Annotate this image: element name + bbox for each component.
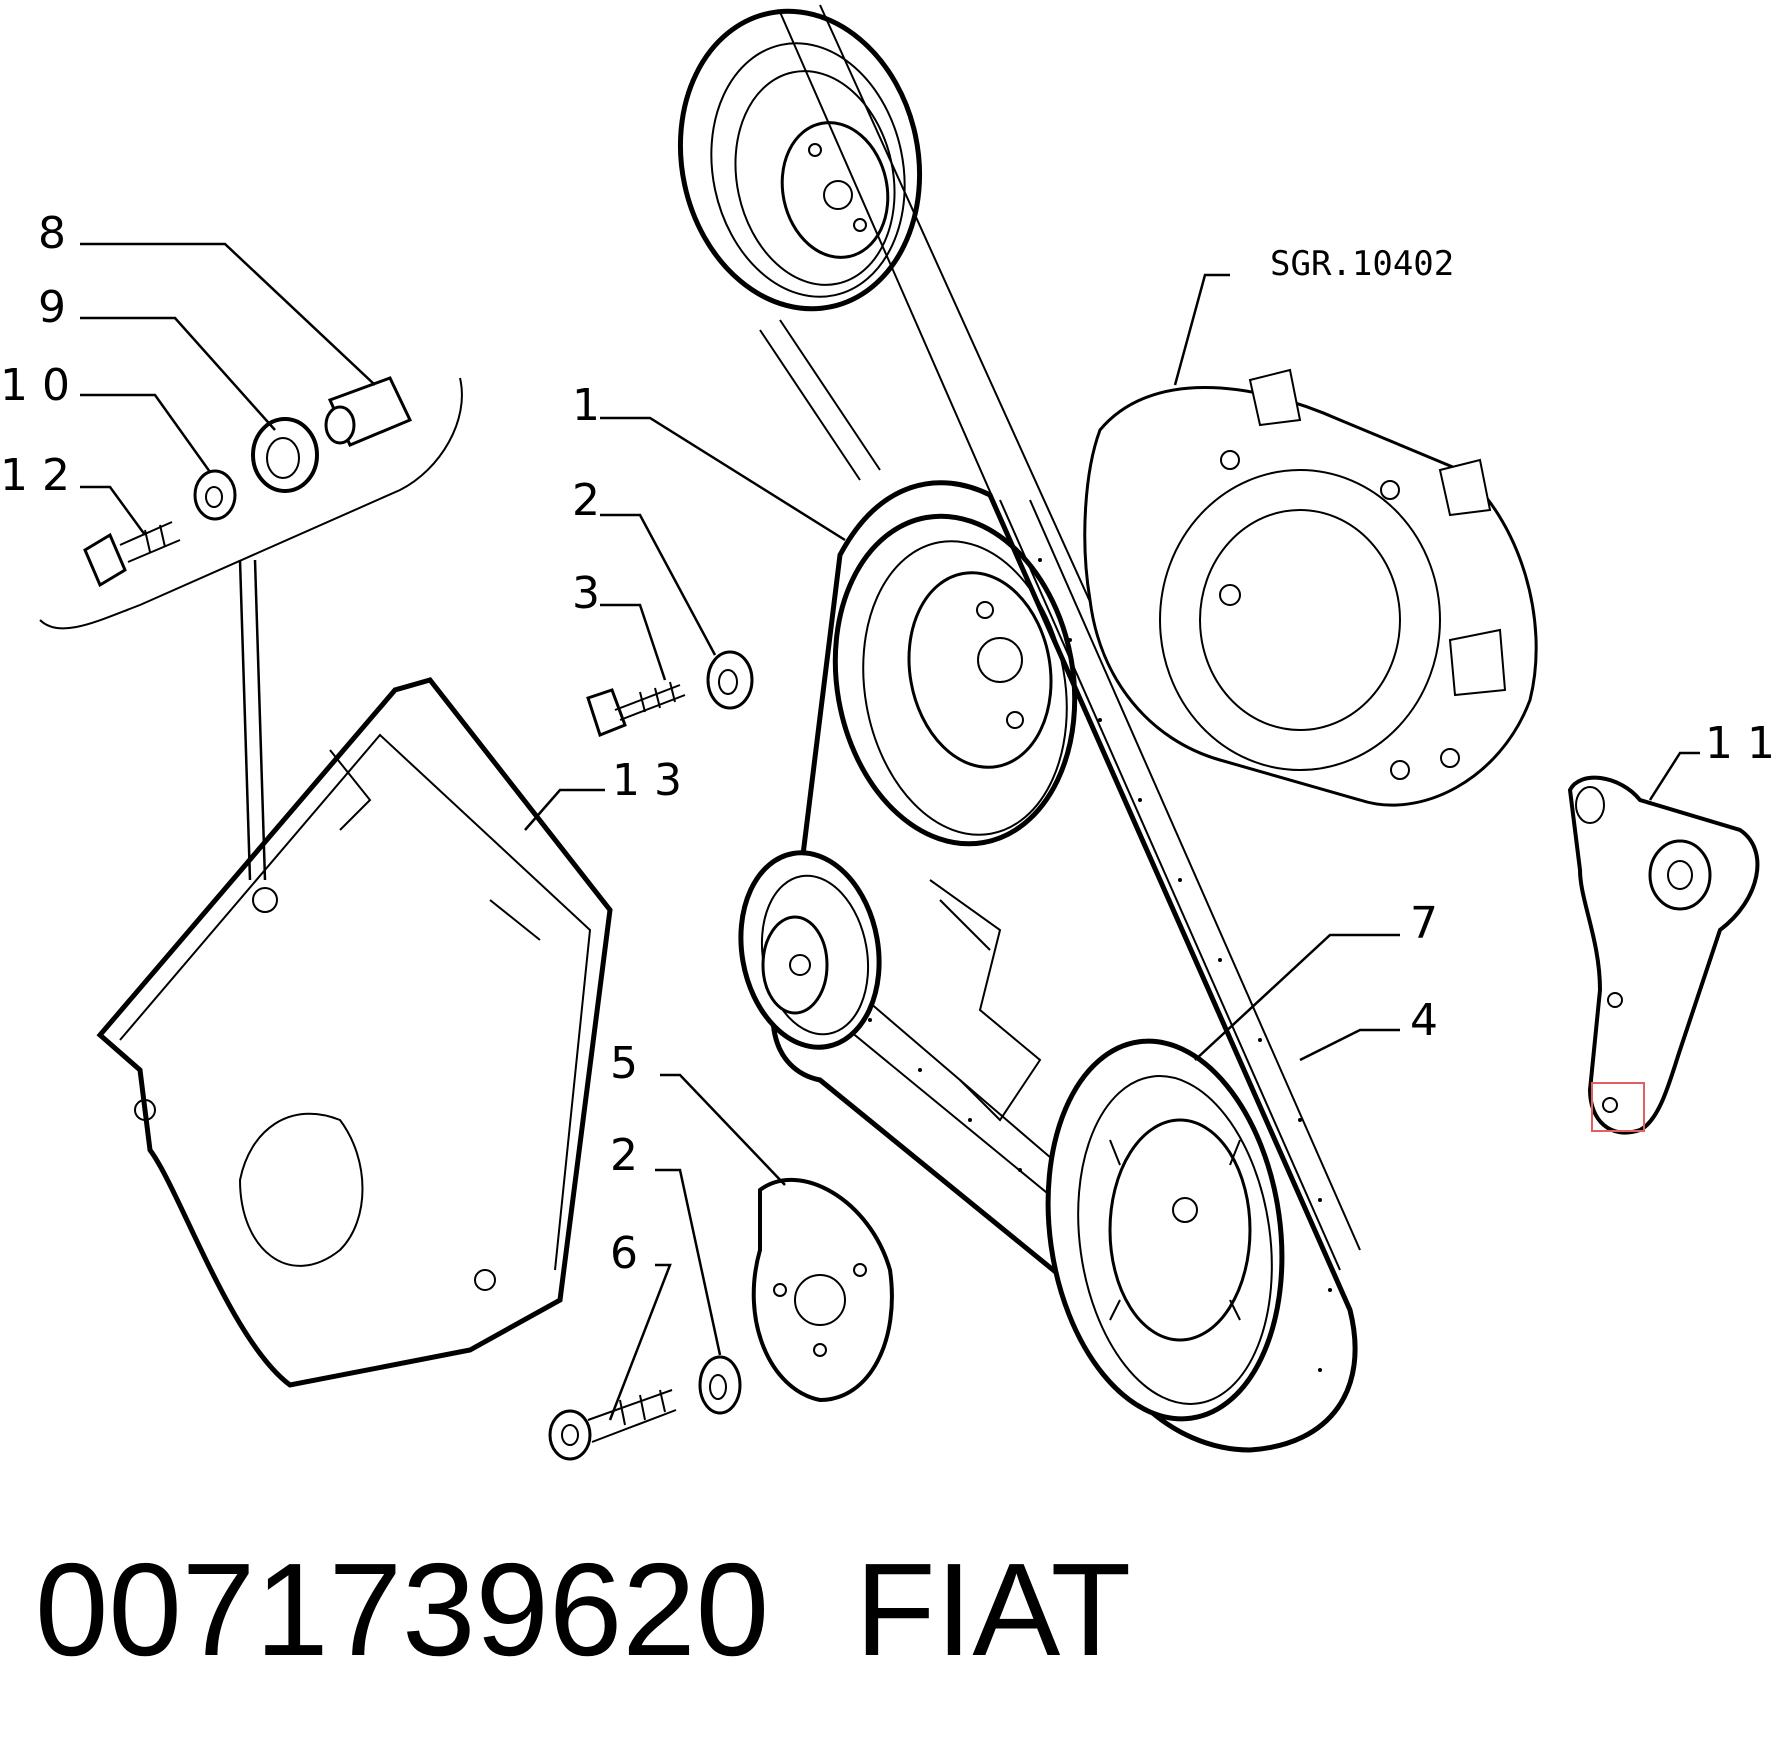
callout-4: 4 (1410, 995, 1438, 1046)
idler-pulley (738, 850, 882, 1050)
callout-7: 7 (1410, 898, 1438, 949)
leader-lines (80, 242, 1700, 1421)
part-number: 0071739620 (35, 1536, 769, 1683)
callout-10: 10 (0, 360, 84, 411)
top-pulley (677, 8, 923, 312)
callout-6: 6 (610, 1228, 638, 1279)
bushing (251, 417, 319, 493)
callout-13: 13 (612, 755, 696, 806)
callout-12: 12 (0, 450, 84, 501)
tensioner-bracket (1567, 775, 1760, 1135)
washer-lower (698, 1355, 742, 1415)
callout-9: 9 (38, 282, 66, 333)
spacer-sleeve (324, 376, 413, 447)
callout-2-upper: 2 (572, 475, 600, 526)
hub-flange (751, 1178, 894, 1403)
middle-pulley (832, 513, 1078, 847)
bolt-item-6 (548, 1389, 677, 1461)
highlight-box (1591, 1082, 1645, 1132)
reference-code: SGR.10402 (1270, 244, 1454, 284)
rear-bracket (929, 879, 1042, 1122)
washer-upper (706, 650, 754, 710)
brand-name: FIAT (855, 1536, 1131, 1683)
bolt-item-3 (586, 681, 686, 737)
bolt-item-12 (83, 521, 181, 588)
housing-assembly (1083, 368, 1538, 807)
callout-2-lower: 2 (610, 1130, 638, 1181)
crankshaft-pulley (1045, 1038, 1285, 1422)
callout-11: 11 (1705, 718, 1789, 769)
timing-cover (96, 677, 613, 1388)
callout-3: 3 (572, 568, 600, 619)
washer-inset (193, 469, 237, 521)
detail-inset (39, 377, 463, 881)
callout-5: 5 (610, 1038, 638, 1089)
callout-8: 8 (38, 208, 66, 259)
callout-1: 1 (572, 380, 600, 431)
